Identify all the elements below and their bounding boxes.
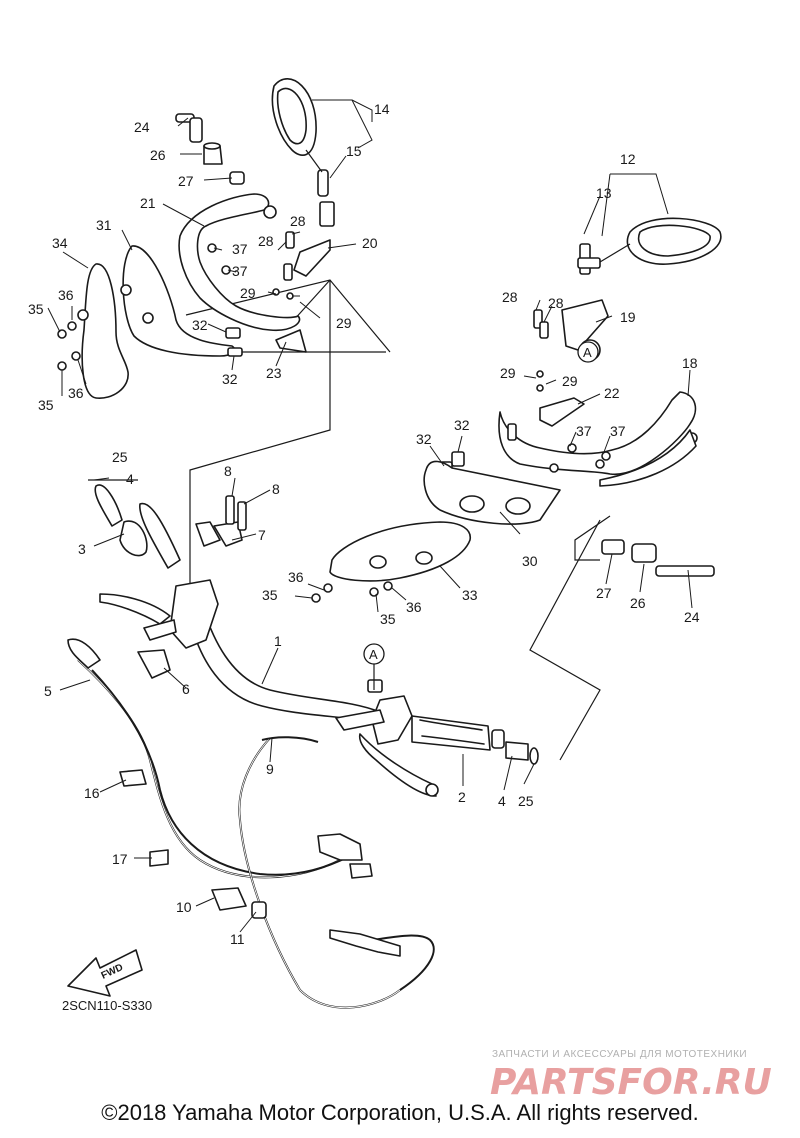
right-mirror — [577, 217, 722, 275]
callout-27-right: 27 — [596, 585, 612, 601]
callout-29-b: 29 — [336, 315, 352, 331]
callout-15: 15 — [346, 143, 362, 159]
left-bracket-parts — [57, 231, 331, 371]
callout-28-b: 28 — [258, 233, 274, 249]
callout-26-left: 26 — [150, 147, 166, 163]
handlebar-assembly — [94, 484, 387, 725]
callout-31: 31 — [96, 217, 112, 233]
callout-26-right: 26 — [630, 595, 646, 611]
diagram-code: 2SCN110-S330 — [62, 998, 152, 1013]
callout-16: 16 — [84, 785, 100, 801]
copyright-notice: ©2018 Yamaha Motor Corporation, U.S.A. A… — [101, 1100, 699, 1125]
callout-36-c: 36 — [288, 569, 304, 585]
callout-24-left: 24 — [134, 119, 150, 135]
callout-35-b: 35 — [38, 397, 54, 413]
callout-25-left: 25 — [112, 449, 128, 465]
callout-18: 18 — [682, 355, 698, 371]
callout-36-d: 36 — [406, 599, 422, 615]
callout-35-a: 35 — [28, 301, 44, 317]
ref-marker-a-upper: A — [583, 345, 592, 360]
callout-29-c: 29 — [500, 365, 516, 381]
callout-30: 30 — [522, 553, 538, 569]
callout-3: 3 — [78, 541, 86, 557]
callout-37-a: 37 — [232, 241, 248, 257]
callout-32-a: 32 — [192, 317, 208, 333]
callout-28-a: 28 — [290, 213, 306, 229]
callout-labels: 1 2 3 4 4 5 6 7 8 8 9 10 11 12 13 14 15 … — [28, 101, 700, 947]
cables — [67, 638, 435, 1009]
callout-17: 17 — [112, 851, 128, 867]
callout-27-left: 27 — [178, 173, 194, 189]
callout-24-right: 24 — [684, 609, 700, 625]
callout-13: 13 — [596, 185, 612, 201]
callout-25-right: 25 — [518, 793, 534, 809]
ref-marker-a-lower: A — [369, 647, 378, 662]
ref-marker-a: A A — [363, 341, 599, 690]
fwd-arrow: FWD — [67, 949, 143, 997]
callout-32-d: 32 — [454, 417, 470, 433]
callout-36-a: 36 — [58, 287, 74, 303]
callout-29-a: 29 — [240, 285, 256, 301]
callout-14: 14 — [374, 101, 390, 117]
callout-35-d: 35 — [380, 611, 396, 627]
callout-37-c: 37 — [576, 423, 592, 439]
right-handguard-frame — [439, 391, 698, 487]
group-outline-lines — [88, 279, 611, 761]
watermark: ЗАПЧАСТИ И АКСЕССУАРЫ ДЛЯ МОТОТЕХНИКИ PA… — [490, 1049, 772, 1103]
callout-36-b: 36 — [68, 385, 84, 401]
callout-29-d: 29 — [562, 373, 578, 389]
right-controls — [335, 679, 539, 797]
callout-21: 21 — [140, 195, 156, 211]
callout-8-upper: 8 — [224, 463, 232, 479]
callout-20: 20 — [362, 235, 378, 251]
callout-12: 12 — [620, 151, 636, 167]
callout-33: 33 — [462, 587, 478, 603]
callout-7: 7 — [258, 527, 266, 543]
watermark-logo: PARTSFOR.RU — [490, 1062, 772, 1103]
callout-11: 11 — [230, 931, 245, 947]
callout-5: 5 — [44, 683, 52, 699]
callout-1: 1 — [274, 633, 282, 649]
callout-19: 19 — [620, 309, 636, 325]
callout-6: 6 — [182, 681, 190, 697]
callout-4-left: 4 — [126, 471, 134, 487]
right-hardware — [601, 539, 715, 577]
right-handguard-shield — [311, 460, 561, 603]
callout-28-c: 28 — [502, 289, 518, 305]
callout-9: 9 — [266, 761, 274, 777]
callout-10: 10 — [176, 899, 192, 915]
callout-22: 22 — [604, 385, 620, 401]
callout-23: 23 — [266, 365, 282, 381]
callout-37-d: 37 — [610, 423, 626, 439]
watermark-tagline: ЗАПЧАСТИ И АКСЕССУАРЫ ДЛЯ МОТОТЕХНИКИ — [492, 1049, 747, 1060]
callout-8-lower: 8 — [272, 481, 280, 497]
callout-32-b: 32 — [222, 371, 238, 387]
leader-lines — [47, 99, 693, 933]
callout-2: 2 — [458, 789, 466, 805]
callout-34: 34 — [52, 235, 68, 251]
callout-32-c: 32 — [416, 431, 432, 447]
callout-37-b: 37 — [232, 263, 248, 279]
callout-28-d: 28 — [548, 295, 564, 311]
callout-35-c: 35 — [262, 587, 278, 603]
left-hardware-top — [175, 113, 245, 185]
left-mirror — [271, 78, 335, 227]
callout-4-right: 4 — [498, 793, 506, 809]
